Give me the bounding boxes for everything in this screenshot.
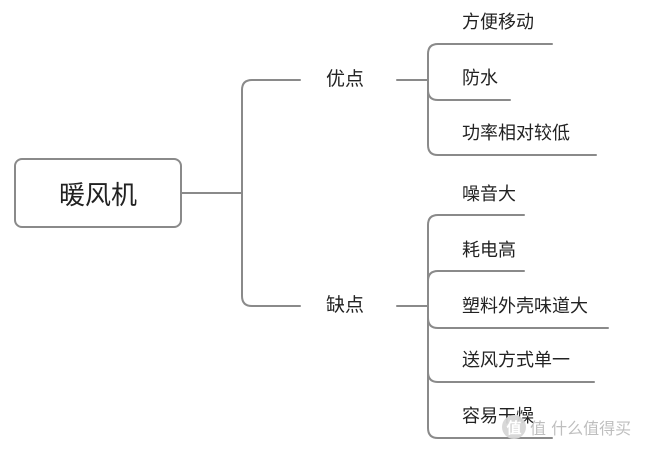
root-node: 暖风机: [14, 158, 182, 228]
connector-trunk: [241, 79, 301, 307]
leaf-pros-2: 防水: [462, 68, 498, 89]
connector-pros-leaf-3: [427, 79, 597, 156]
leaf-cons-2: 耗电高: [462, 240, 516, 261]
leaf-cons-3: 塑料外壳味道大: [462, 296, 588, 317]
leaf-pros-1: 方便移动: [462, 12, 534, 33]
watermark: 值 值 什么值得买: [502, 412, 631, 442]
leaf-cons-4: 送风方式单一: [462, 350, 570, 371]
branch-pros-label: 优点: [326, 68, 365, 90]
watermark-badge-icon: 值: [502, 415, 526, 439]
connector-cons-leaf-5: [427, 305, 553, 439]
connector-pros-leaf-1: [427, 43, 553, 81]
connector-cons-leaf-1: [427, 214, 525, 307]
leaf-cons-1: 噪音大: [462, 184, 516, 205]
connector-cons-leaf-2: [427, 270, 525, 307]
leaf-pros-3: 功率相对较低: [462, 123, 570, 144]
branch-cons-label: 缺点: [326, 294, 365, 316]
root-label: 暖风机: [58, 180, 137, 211]
watermark-text: 值 什么值得买: [530, 419, 632, 438]
